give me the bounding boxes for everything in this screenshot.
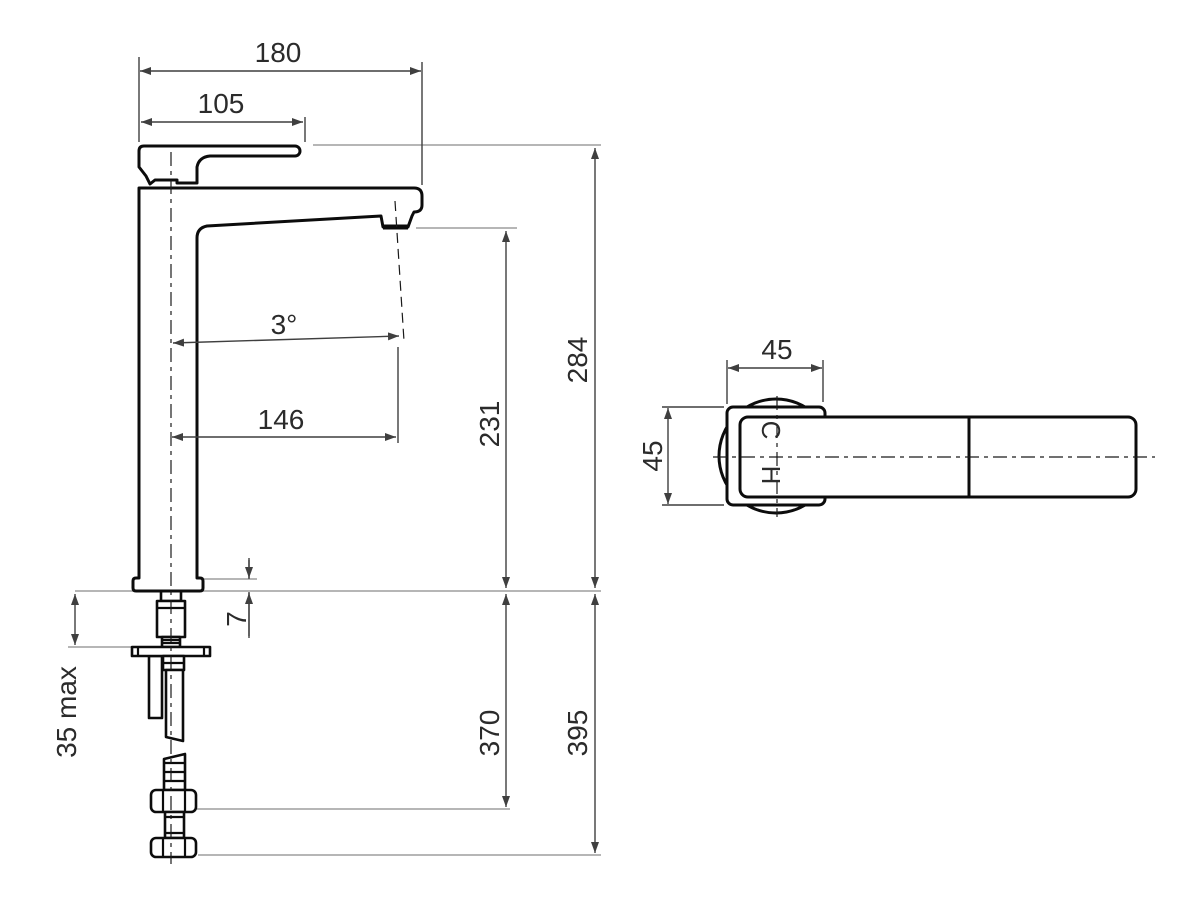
dim-label-overall-height: 284 (562, 337, 593, 384)
top-view-dimensions: 45 45 (637, 334, 824, 506)
dimension-lines (71, 67, 599, 853)
dim-label-spout-angle: 3° (271, 309, 298, 340)
dim-label-spout-reach: 146 (258, 404, 305, 435)
dim-label-base-plate-thickness: 7 (221, 611, 252, 627)
dim-label-spout-height: 231 (474, 401, 505, 448)
side-view: 180 105 3° 146 231 284 7 370 395 35 max (51, 37, 601, 864)
top-view: C H 45 45 (637, 334, 1155, 517)
dim-line-3deg (172, 332, 400, 347)
dim-label-max-deck-thickness: 35 max (51, 666, 82, 758)
dimension-labels: 180 105 3° 146 231 284 7 370 395 35 max (51, 37, 593, 758)
faucet-body-outline (131, 186, 424, 593)
dim-label-body-width: 45 (761, 334, 792, 365)
supply-pipe (164, 668, 185, 743)
spout-axis-centerline (394, 200, 405, 342)
dim-label-overall-below-length: 395 (562, 710, 593, 757)
cold-indicator-label: C (756, 421, 786, 440)
handle-lever-outline (137, 144, 302, 186)
hex-nut-upper (149, 788, 198, 814)
hex-nut-lower (149, 836, 198, 859)
dim-label-handle-projection: 105 (198, 88, 245, 119)
dim-label-supply-length: 370 (474, 710, 505, 757)
dim-label-overall-depth: 180 (255, 37, 302, 68)
hot-indicator-label: H (756, 466, 786, 485)
mounting-bracket (147, 654, 164, 720)
dim-label-body-depth: 45 (637, 440, 668, 471)
